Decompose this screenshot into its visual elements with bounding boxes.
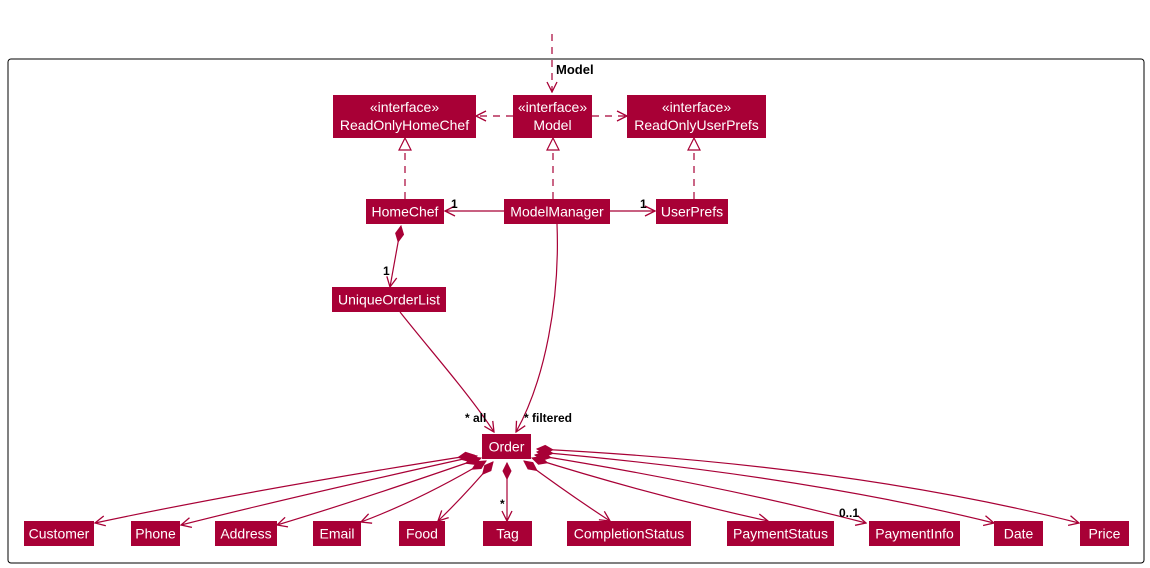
class-modelmanager: ModelManager — [504, 199, 610, 224]
order-to-completionstatus-edge — [524, 461, 610, 521]
class-food: Food — [399, 521, 445, 546]
class-name: UserPrefs — [661, 204, 723, 220]
filtered-multiplicity: * filtered — [524, 411, 572, 425]
order-composition-edges — [95, 449, 1079, 525]
class-userprefs: UserPrefs — [656, 199, 728, 224]
homechef-to-uniqueorderlist-edge — [390, 226, 401, 287]
class-name: PaymentStatus — [733, 526, 828, 542]
class-address: Address — [215, 521, 277, 546]
class-box — [483, 521, 532, 546]
class-paymentstatus: PaymentStatus — [727, 521, 834, 546]
class-name: Food — [406, 526, 438, 542]
class-name: Date — [1004, 526, 1034, 542]
class-name: Address — [220, 526, 271, 542]
class-box — [399, 521, 445, 546]
class-stereotype: «interface» — [518, 99, 587, 115]
class-completionstatus: CompletionStatus — [567, 521, 691, 546]
class-box — [1080, 521, 1129, 546]
class-box — [504, 199, 610, 224]
class-name: Tag — [496, 526, 519, 542]
class-paymentinfo: PaymentInfo — [869, 521, 960, 546]
class-stereotype: «interface» — [370, 99, 439, 115]
class-box — [332, 287, 446, 312]
order-to-food-edge — [438, 462, 493, 521]
class-box — [313, 521, 361, 546]
class-name: ReadOnlyHomeChef — [340, 117, 469, 133]
class-phone: Phone — [131, 521, 180, 546]
class-box — [513, 95, 592, 138]
uniqueorderlist-to-order-edge — [399, 311, 494, 432]
class-name: PaymentInfo — [875, 526, 954, 542]
all-multiplicity: * all — [465, 411, 486, 425]
homechef-multiplicity: 1 — [451, 197, 458, 211]
class-name: Phone — [135, 526, 176, 542]
class-name: HomeChef — [372, 204, 439, 220]
class-customer: Customer — [24, 521, 94, 546]
package-label: Model — [556, 62, 594, 77]
class-homechef: HomeChef — [366, 199, 444, 224]
class-name: Email — [319, 526, 354, 542]
class-name: Model — [533, 117, 571, 133]
class-name: ModelManager — [510, 204, 604, 220]
class-readonly-userprefs: «interface» ReadOnlyUserPrefs — [627, 95, 766, 138]
class-date: Date — [994, 521, 1043, 546]
class-box — [215, 521, 277, 546]
class-model: «interface» Model — [513, 95, 592, 138]
tag-multiplicity: * — [500, 497, 505, 511]
paymentinfo-multiplicity: 0..1 — [839, 506, 859, 520]
class-box — [131, 521, 180, 546]
class-box — [994, 521, 1043, 546]
class-box — [869, 521, 960, 546]
class-name: Customer — [29, 526, 90, 542]
class-box — [627, 95, 766, 138]
userprefs-multiplicity: 1 — [640, 197, 647, 211]
class-name: ReadOnlyUserPrefs — [634, 117, 759, 133]
order-to-customer-edge — [95, 455, 474, 523]
class-price: Price — [1080, 521, 1129, 546]
uniqueorderlist-multiplicity: 1 — [383, 264, 390, 278]
model-package-frame — [7, 58, 1145, 564]
class-box — [366, 199, 444, 224]
class-uniqueorderlist: UniqueOrderList — [332, 287, 446, 312]
class-stereotype: «interface» — [662, 99, 731, 115]
modelmanager-to-order-edge — [516, 223, 558, 432]
class-box — [656, 199, 728, 224]
class-tag: Tag — [483, 521, 532, 546]
order-to-paymentinfo-edge — [535, 455, 866, 523]
class-name: CompletionStatus — [574, 526, 685, 542]
class-readonly-homechef: «interface» ReadOnlyHomeChef — [333, 95, 476, 138]
class-email: Email — [313, 521, 361, 546]
order-to-price-edge — [537, 449, 1079, 523]
class-box — [727, 521, 834, 546]
class-box — [24, 521, 94, 546]
class-name: UniqueOrderList — [338, 292, 440, 308]
class-name: Order — [489, 439, 525, 455]
order-to-paymentstatus-edge — [532, 458, 768, 521]
class-box — [567, 521, 691, 546]
class-name: Price — [1089, 526, 1121, 542]
order-to-date-edge — [537, 452, 994, 523]
class-box — [333, 95, 476, 138]
class-order: Order — [482, 434, 531, 459]
class-box — [482, 434, 531, 459]
